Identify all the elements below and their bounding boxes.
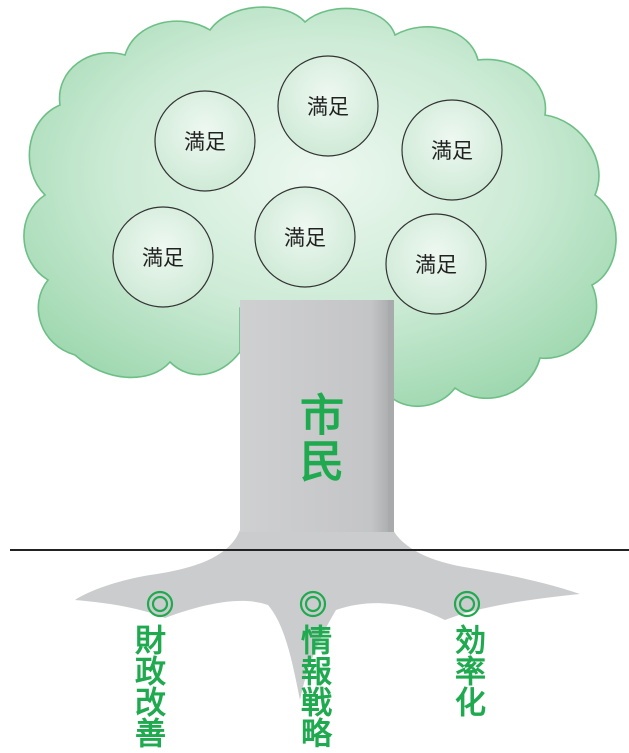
fruit-circle: 満足 [277,55,379,157]
fruit-circle: 満足 [112,206,214,308]
root-label-efficiency: 効率化 [449,624,485,717]
fruit-circle: 満足 [385,213,487,315]
fruit-label: 満足 [431,139,473,163]
root-label-information: 情報戦略 [295,624,331,748]
trunk-label: 市民 [292,392,343,484]
double-circle-icon [146,590,174,618]
double-circle-icon [453,590,481,618]
fruit-circle: 満足 [154,90,256,192]
fruit-label: 満足 [284,226,326,250]
fruit-label: 満足 [184,130,226,154]
tree-trunk [240,300,394,532]
fruit-label: 満足 [307,95,349,119]
fruit-circle: 満足 [401,99,503,201]
fruit-label: 満足 [415,253,457,277]
fruit-circle: 満足 [254,186,356,288]
double-circle-icon [299,590,327,618]
root-label-finance: 財政改善 [129,624,165,748]
tree-roots [75,528,580,700]
fruit-group: 満足 満足 満足 満足 満足 満足 [112,55,503,315]
fruit-label: 満足 [142,246,184,270]
